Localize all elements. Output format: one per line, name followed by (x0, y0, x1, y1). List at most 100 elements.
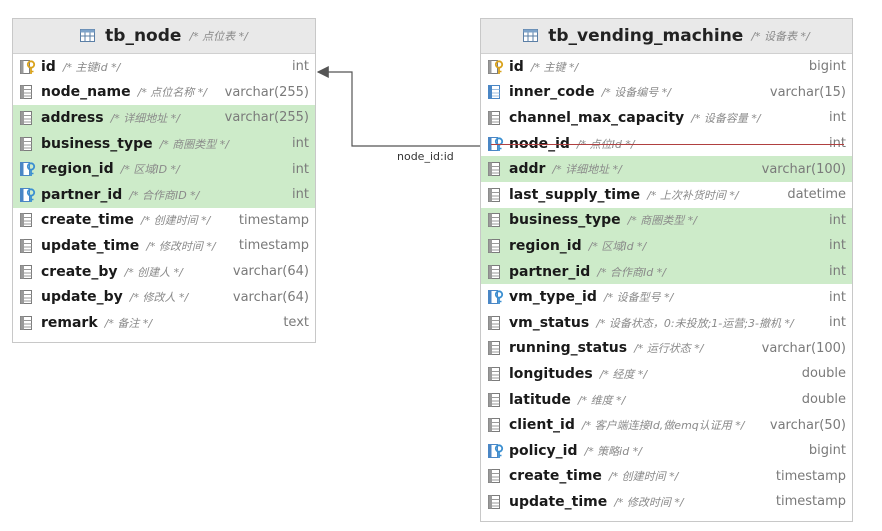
table-header[interactable]: tb_node/* 点位表 */ (13, 19, 315, 54)
column-row-update-by[interactable]: update_by/* 修改人 */varchar(64) (13, 284, 315, 310)
column-row-node-id[interactable]: node_id/* 点位Id */int (481, 131, 852, 157)
table-tb-vending-machine[interactable]: tb_vending_machine/* 设备表 */id/* 主键 */big… (480, 18, 853, 522)
column-row-business-type[interactable]: business_type/* 商圈类型 */int (13, 130, 315, 157)
column-name: vm_type_id (509, 289, 597, 306)
column-row-remark[interactable]: remark/* 备注 */text (13, 310, 315, 336)
column-comment: /* 区域ID */ (120, 163, 180, 177)
column-icon (19, 110, 41, 126)
column-name: business_type (509, 212, 621, 229)
column-name: last_supply_time (509, 186, 641, 203)
column-row-longitudes[interactable]: longitudes/* 经度 */double (481, 361, 852, 387)
column-row-create-time[interactable]: create_time/* 创建时间 */timestamp (481, 464, 852, 490)
column-row-partner-id[interactable]: partner_id/* 合作商ID */int (13, 181, 315, 208)
table-icon (80, 27, 105, 46)
column-name: latitude (509, 391, 571, 408)
column-type: varchar(100) (761, 340, 846, 356)
column-icon (19, 212, 41, 228)
column-type: datetime (787, 187, 846, 203)
foreign-key-icon (487, 289, 509, 305)
column-row-latitude[interactable]: latitude/* 维度 */double (481, 387, 852, 413)
column-name: update_by (41, 289, 123, 306)
column-type: timestamp (238, 238, 309, 254)
column-type: int (829, 289, 846, 305)
column-row-update-time[interactable]: update_time/* 修改时间 */timestamp (13, 233, 315, 259)
column-row-vm-status[interactable]: vm_status/* 设备状态，0:未投放;1-运营;3-撤机 */int (481, 310, 852, 336)
column-row-running-status[interactable]: running_status/* 运行状态 */varchar(100) (481, 336, 852, 362)
table-comment: /* 设备表 */ (751, 30, 810, 43)
column-type: int (829, 315, 846, 331)
primary-key-icon (487, 59, 509, 75)
column-type: timestamp (775, 468, 846, 484)
column-name: id (509, 58, 524, 75)
column-name: business_type (41, 135, 153, 152)
foreign-key-icon (487, 443, 509, 459)
column-icon (487, 366, 509, 382)
column-row-region-id[interactable]: region_id/* 区域ID */int (13, 156, 315, 182)
column-row-partner-id[interactable]: partner_id/* 合作商Id */int (481, 258, 852, 285)
column-row-region-id[interactable]: region_id/* 区域Id */int (481, 233, 852, 259)
column-name: region_id (509, 237, 582, 254)
column-comment: /* 商圈类型 */ (627, 214, 697, 228)
column-name: update_time (41, 237, 140, 254)
column-row-id[interactable]: id/* 主键id */int (13, 54, 315, 80)
column-type: double (801, 366, 846, 382)
column-icon (487, 468, 509, 484)
column-type: timestamp (775, 494, 846, 510)
column-icon (487, 494, 509, 510)
column-type: int (829, 238, 846, 254)
column-icon (487, 392, 509, 408)
column-name: create_by (41, 263, 118, 280)
column-icon (487, 187, 509, 203)
column-name: client_id (509, 417, 575, 434)
column-icon (487, 161, 509, 177)
column-name: create_time (41, 212, 134, 229)
column-comment: /* 客户端连接Id,做emq认证用 */ (581, 419, 745, 433)
column-row-addr[interactable]: addr/* 详细地址 */varchar(100) (481, 156, 852, 182)
column-comment: /* 上次补货时间 */ (647, 188, 739, 202)
column-comment: /* 合作商Id */ (597, 265, 666, 279)
table-header[interactable]: tb_vending_machine/* 设备表 */ (481, 19, 852, 54)
column-comment: /* 维度 */ (577, 393, 626, 407)
column-row-address[interactable]: address/* 详细地址 */varchar(255) (13, 105, 315, 131)
table-name: tb_node (105, 26, 182, 46)
column-icon (487, 212, 509, 228)
column-comment: /* 备注 */ (104, 316, 153, 330)
column-row-update-time[interactable]: update_time/* 修改时间 */timestamp (481, 489, 852, 515)
column-icon (487, 264, 509, 280)
column-row-node-name[interactable]: node_name/* 点位名称 */varchar(255) (13, 80, 315, 106)
table-footer-space (13, 336, 315, 342)
column-row-vm-type-id[interactable]: vm_type_id/* 设备型号 */int (481, 284, 852, 310)
column-row-last-supply-time[interactable]: last_supply_time /* 上次补货时间 */ datetime (481, 182, 852, 208)
column-icon (19, 264, 41, 280)
column-name: addr (509, 161, 546, 178)
column-type: int (292, 59, 309, 75)
column-icon (487, 340, 509, 356)
column-row-policy-id[interactable]: policy_id/* 策略id */bigint (481, 438, 852, 464)
column-row-create-time[interactable]: create_time/* 创建时间 */timestamp (13, 208, 315, 234)
column-name: policy_id (509, 442, 578, 459)
column-comment: /* 创建人 */ (124, 265, 183, 279)
column-type: varchar(50) (769, 417, 846, 433)
column-comment: /* 设备编号 */ (601, 86, 671, 100)
column-name: running_status (509, 340, 628, 357)
strike-line (491, 143, 844, 146)
column-comment: /* 修改时间 */ (614, 495, 684, 509)
column-name: region_id (41, 161, 114, 178)
column-type: int (829, 264, 846, 280)
column-row-channel-max-capacity[interactable]: channel_max_capacity/* 设备容量 */int (481, 105, 852, 131)
column-icon (19, 84, 41, 100)
column-type: int (829, 110, 846, 126)
column-name: longitudes (509, 365, 593, 382)
index-column-icon (487, 84, 509, 100)
column-row-inner-code[interactable]: inner_code/* 设备编号 */varchar(15) (481, 80, 852, 106)
column-row-id[interactable]: id/* 主键 */bigint (481, 54, 852, 80)
foreign-key-icon (19, 187, 41, 203)
column-row-client-id[interactable]: client_id /* 客户端连接Id,做emq认证用 */ varchar(50… (481, 412, 852, 438)
column-row-business-type[interactable]: business_type/* 商圈类型 */int (481, 207, 852, 234)
column-type: varchar(64) (232, 289, 309, 305)
column-comment: /* 创建时间 */ (140, 214, 211, 228)
column-icon (19, 238, 41, 254)
column-row-create-by[interactable]: create_by/* 创建人 */varchar(64) (13, 259, 315, 285)
